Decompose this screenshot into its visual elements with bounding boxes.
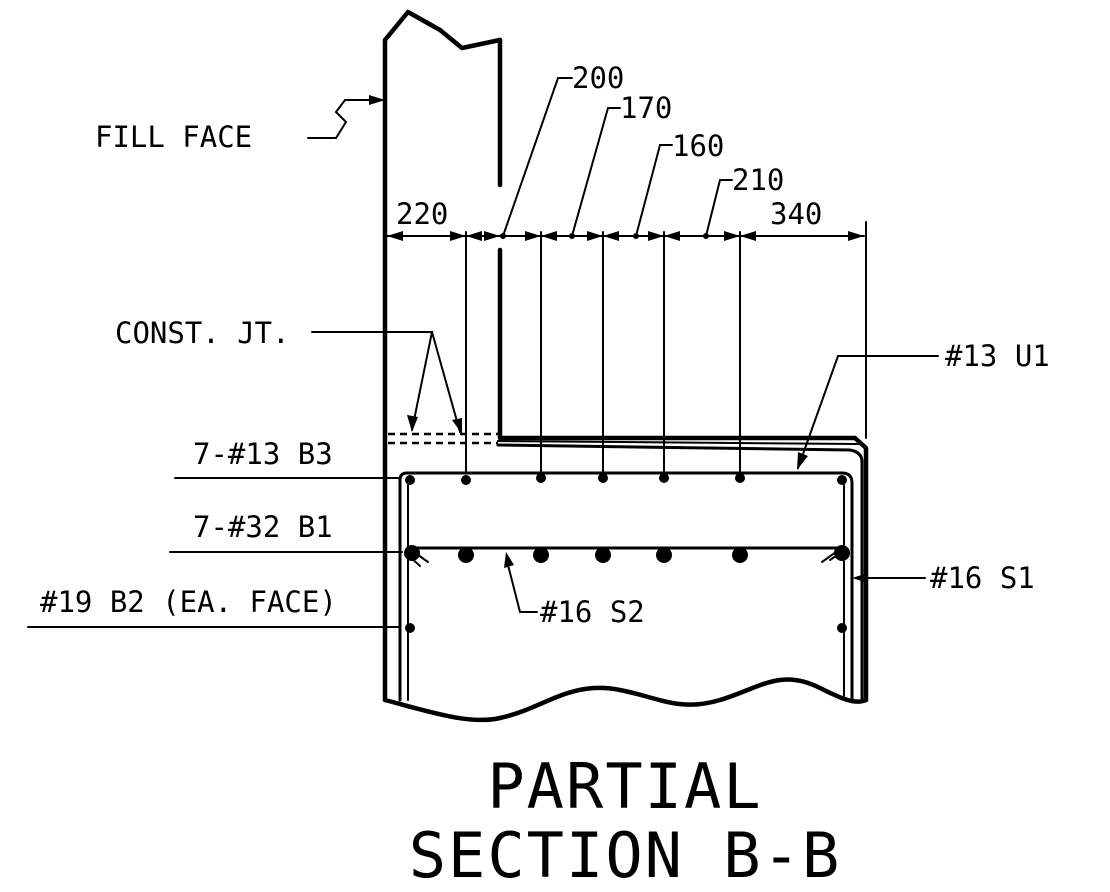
leader-const-jt bbox=[311, 331, 461, 433]
leader-fill-face bbox=[307, 99, 383, 139]
label-b1: 7-#32 B1 bbox=[193, 510, 333, 544]
title-line-2: SECTION B-B bbox=[409, 819, 842, 892]
dim-210: 210 bbox=[732, 163, 784, 197]
leader-u1 bbox=[797, 355, 939, 469]
bars-b3 bbox=[405, 473, 847, 485]
label-b2: #19 B2 (EA. FACE) bbox=[40, 585, 337, 619]
footing-break-line bbox=[382, 677, 869, 723]
construction-joint bbox=[388, 432, 498, 445]
label-s2: #16 S2 bbox=[540, 595, 645, 629]
wall-stem bbox=[382, 9, 869, 703]
dim-340: 340 bbox=[770, 197, 822, 231]
label-const-jt: CONST. JT. bbox=[115, 316, 290, 350]
label-fill-face: FILL FACE bbox=[95, 120, 252, 154]
title-line-1: PARTIAL bbox=[487, 750, 762, 823]
dim-170: 170 bbox=[620, 91, 672, 125]
dim-220: 220 bbox=[396, 197, 448, 231]
dimension-string bbox=[386, 77, 867, 473]
dim-200: 200 bbox=[572, 61, 624, 95]
label-b3: 7-#13 B3 bbox=[193, 437, 333, 471]
leader-s2 bbox=[507, 564, 538, 613]
bars-b1 bbox=[404, 545, 850, 563]
bars-b2 bbox=[405, 623, 847, 633]
dim-160: 160 bbox=[672, 129, 724, 163]
label-s1: #16 S1 bbox=[930, 561, 1035, 595]
label-u1: #13 U1 bbox=[945, 339, 1050, 373]
